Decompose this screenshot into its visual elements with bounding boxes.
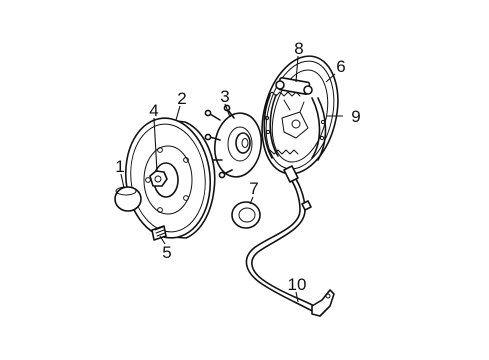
callout-5: 5: [162, 243, 171, 262]
grease-cap: [114, 186, 142, 212]
spindle-nut: [149, 170, 168, 187]
callout-10: 10: [288, 275, 307, 294]
wheel-stud: [151, 225, 167, 241]
callout-2: 2: [177, 89, 186, 108]
callout-9: 9: [351, 107, 360, 126]
callout-4: 4: [149, 101, 158, 120]
callout-labels: 1 2 3 4 5 6 7 8 9 10: [115, 39, 360, 294]
backing-plate-assembly: [261, 55, 339, 175]
abs-sensor-harness: [245, 165, 335, 317]
callout-3: 3: [220, 87, 229, 106]
leader-lines: [120, 55, 343, 303]
callout-1: 1: [115, 157, 124, 176]
grease-seal: [231, 201, 261, 229]
brake-drum: [124, 117, 216, 239]
callout-6: 6: [336, 57, 345, 76]
callout-7: 7: [249, 179, 258, 198]
callout-8: 8: [294, 39, 303, 58]
